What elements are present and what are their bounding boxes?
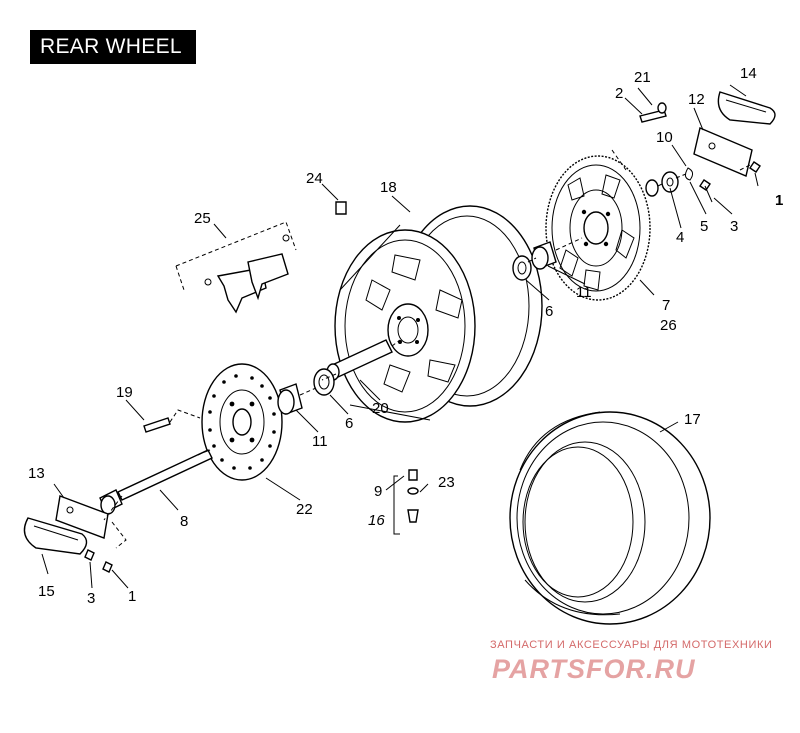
screw-right-1[interactable] <box>749 161 761 173</box>
assembly-lines <box>103 149 753 549</box>
callout-3-left: 3 <box>87 590 95 607</box>
callout-1-left: 1 <box>128 588 136 605</box>
balance-weight[interactable] <box>335 201 347 215</box>
brake-rotor[interactable] <box>201 363 283 481</box>
cover-plate-right[interactable] <box>693 127 753 177</box>
callout-6-right: 6 <box>545 303 553 320</box>
spacer-right[interactable] <box>531 241 557 270</box>
callout-17: 17 <box>684 411 701 428</box>
retaining-clip[interactable] <box>684 167 694 181</box>
callout-25: 25 <box>194 210 211 227</box>
callout-13: 13 <box>28 465 45 482</box>
axle-cover-left[interactable] <box>23 517 88 555</box>
washer[interactable] <box>645 179 659 197</box>
screw-left-3[interactable] <box>84 549 95 561</box>
valve-cap[interactable] <box>408 469 418 481</box>
callout-7: 7 <box>662 297 670 314</box>
valve-stem[interactable] <box>407 509 419 523</box>
callout-2: 2 <box>615 85 623 102</box>
callout-11-right: 11 <box>576 284 592 301</box>
wheel-rim[interactable] <box>334 205 543 423</box>
washer-21[interactable] <box>657 102 667 114</box>
callout-3-right: 3 <box>730 218 738 235</box>
seal-left[interactable] <box>277 383 303 415</box>
leader-lines <box>41 84 759 589</box>
callout-8: 8 <box>180 513 188 530</box>
callout-14: 14 <box>740 65 757 82</box>
callout-16: 16 <box>368 512 385 529</box>
callout-9: 9 <box>374 483 382 500</box>
callout-11-left: 11 <box>312 433 328 450</box>
callout-20: 20 <box>372 400 389 417</box>
bracket-kit[interactable] <box>204 234 290 314</box>
screw-left-1[interactable] <box>102 561 113 573</box>
bearing-right[interactable] <box>512 255 532 281</box>
callout-6-left: 6 <box>345 415 353 432</box>
callout-18: 18 <box>380 179 397 196</box>
watermark-logo: PARTSFOR.RU <box>492 654 696 684</box>
callout-12: 12 <box>688 91 705 108</box>
bearing-left[interactable] <box>313 368 335 396</box>
screw-right-3[interactable] <box>699 179 713 203</box>
adjuster-nut[interactable] <box>661 171 679 193</box>
rotor-bolt[interactable] <box>143 417 171 433</box>
callout-4: 4 <box>676 229 684 246</box>
axle[interactable] <box>99 449 213 515</box>
axle-cover-right[interactable] <box>717 91 776 125</box>
callout-22: 22 <box>296 501 313 518</box>
callout-21: 21 <box>634 69 651 86</box>
callout-1-right: 1 <box>775 192 783 209</box>
watermark-subtitle: ЗАПЧАСТИ И АКСЕССУАРЫ ДЛЯ МОТОТЕХНИКИ <box>490 639 773 651</box>
sprocket[interactable] <box>545 155 651 301</box>
cover-plate-left[interactable] <box>55 495 109 539</box>
bolt-2[interactable] <box>639 109 667 123</box>
callout-26: 26 <box>660 317 677 334</box>
callout-23: 23 <box>438 474 455 491</box>
callout-24: 24 <box>306 170 323 187</box>
page-title: REAR WHEEL <box>30 30 196 64</box>
valve-nut[interactable] <box>407 487 419 495</box>
callout-10: 10 <box>656 129 673 146</box>
callout-5: 5 <box>700 218 708 235</box>
tire[interactable] <box>509 411 711 625</box>
callout-19: 19 <box>116 384 133 401</box>
callout-15: 15 <box>38 583 55 600</box>
